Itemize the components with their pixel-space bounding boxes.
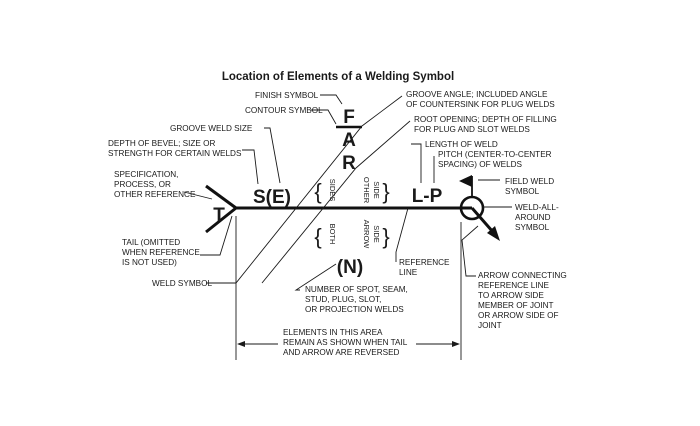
groove-angle-label-2: OF COUNTERSINK FOR PLUG WELDS <box>406 100 555 109</box>
leader-lines <box>183 94 512 291</box>
tail-label-1: TAIL (OMITTED <box>122 238 180 247</box>
specification-label-2: PROCESS, OR <box>114 180 171 189</box>
arrow-connecting-label-5: OR ARROW SIDE OF <box>478 311 559 320</box>
brace-upper-right: } <box>382 179 389 204</box>
brace-lower-left: { <box>314 224 321 249</box>
other-word: OTHER <box>362 177 371 204</box>
specification-label-3: OTHER REFERENCE <box>114 190 196 199</box>
elements-area-label-3: AND ARROW ARE REVERSED <box>283 348 400 357</box>
tail-label-3: IS NOT USED) <box>122 258 177 267</box>
brace-lower-right: } <box>382 224 389 249</box>
tail-lower-stroke <box>205 206 237 234</box>
arrow-shaft <box>470 207 495 233</box>
field-weld-label-1: FIELD WELD <box>505 177 554 186</box>
finish-symbol-label: FINISH SYMBOL <box>255 91 319 100</box>
groove-weld-size-label: GROOVE WELD SIZE <box>170 124 253 133</box>
reference-line-label-2: LINE <box>399 268 418 277</box>
length-pitch-text: L-P <box>412 186 443 207</box>
arrowhead-icon <box>487 226 500 241</box>
finish-symbol-text: F <box>343 107 355 128</box>
arrow-word: ARROW <box>362 220 371 250</box>
arrow-connecting-label-3: TO ARROW SIDE <box>478 291 544 300</box>
number-of-welds-label-3: OR PROJECTION WELDS <box>305 305 404 314</box>
elements-area-label-2: REMAIN AS SHOWN WHEN TAIL <box>283 338 408 347</box>
number-of-welds-label-1: NUMBER OF SPOT, SEAM, <box>305 285 408 294</box>
field-weld-flag-icon <box>459 175 472 187</box>
root-opening-text: R <box>342 153 356 174</box>
arrow-connecting-label-6: JOINT <box>478 321 502 330</box>
arrow-connecting-label-2: REFERENCE LINE <box>478 281 550 290</box>
specification-label-1: SPECIFICATION, <box>114 170 178 179</box>
root-opening-label-2: FOR PLUG AND SLOT WELDS <box>414 125 530 134</box>
tail-label-2: WHEN REFERENCE <box>122 248 200 257</box>
number-of-welds-text: (N) <box>337 257 363 278</box>
elements-area-dimension <box>235 216 462 360</box>
weld-all-around-label-3: SYMBOL <box>515 223 550 232</box>
arrow-connecting-label-1: ARROW CONNECTING <box>478 271 567 280</box>
contour-symbol-label: CONTOUR SYMBOL <box>245 106 323 115</box>
arrow-connecting-label-4: MEMBER OF JOINT <box>478 301 554 310</box>
groove-weld-size-text: S(E) <box>253 187 291 208</box>
depth-of-bevel-label-1: DEPTH OF BEVEL; SIZE OR <box>108 139 215 148</box>
weld-all-around-label-2: AROUND <box>515 213 551 222</box>
diagram-title: Location of Elements of a Welding Symbol <box>222 71 454 83</box>
brace-upper-left: { <box>314 179 321 204</box>
tail-upper-stroke <box>205 184 237 210</box>
field-weld-label-2: SYMBOL <box>505 187 540 196</box>
weld-all-around-label-1: WELD-ALL- <box>515 203 559 212</box>
pitch-label-1: PITCH (CENTER-TO-CENTER <box>438 150 552 159</box>
groove-angle-label-1: GROOVE ANGLE; INCLUDED ANGLE <box>406 90 548 99</box>
tail-text-T: T <box>213 205 225 226</box>
number-of-welds-label-2: STUD, PLUG, SLOT, <box>305 295 381 304</box>
both-word: BOTH <box>328 224 337 245</box>
reference-line-label-1: REFERENCE <box>399 258 450 267</box>
elements-area-label-1: ELEMENTS IN THIS AREA <box>283 328 383 337</box>
other-side-word: SIDE <box>372 181 381 199</box>
depth-of-bevel-label-2: STRENGTH FOR CERTAIN WELDS <box>108 149 242 158</box>
pitch-label-2: SPACING) OF WELDS <box>438 160 523 169</box>
length-of-weld-label: LENGTH OF WELD <box>425 140 498 149</box>
weld-symbol-label: WELD SYMBOL <box>152 279 213 288</box>
sides-word: SIDES <box>328 179 337 202</box>
root-opening-label-1: ROOT OPENING; DEPTH OF FILLING <box>414 115 557 124</box>
arrow-side-word: SIDE <box>372 225 381 243</box>
